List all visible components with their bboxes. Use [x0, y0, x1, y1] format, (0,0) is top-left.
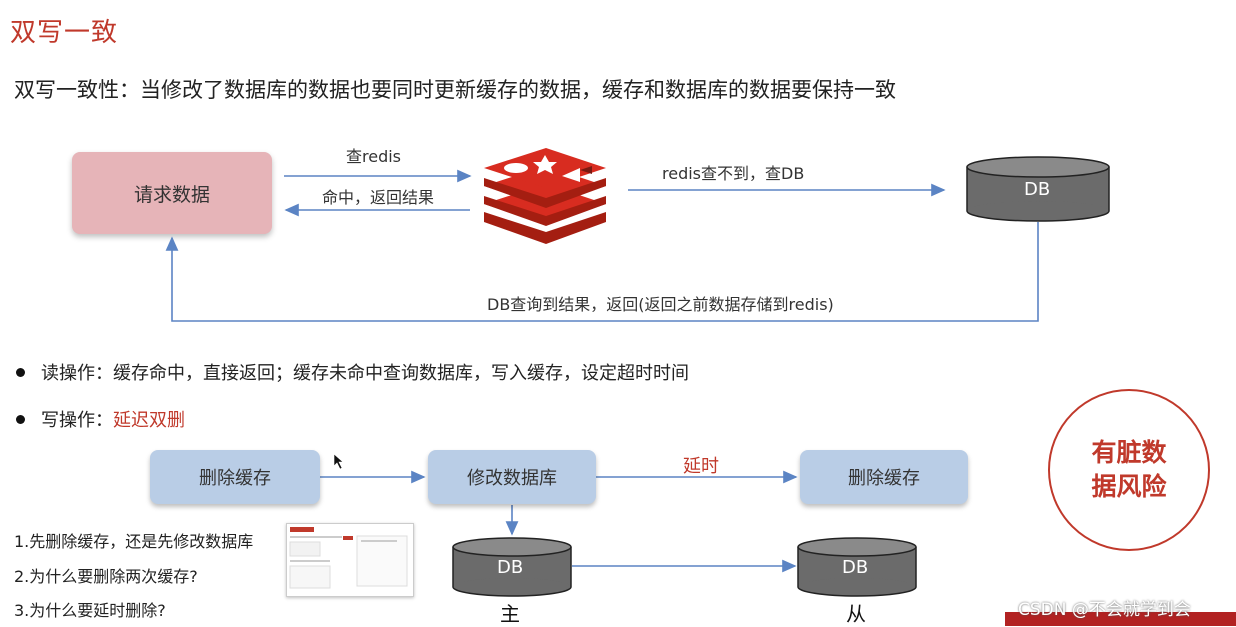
question-3: 3.为什么要延时删除?: [14, 601, 166, 620]
label-db-return: DB查询到结果，返回(返回之前数据存储到redis): [487, 295, 834, 314]
page-title: 双写一致: [10, 18, 119, 48]
step-delete-cache-1: 删除缓存: [150, 450, 320, 504]
bullet-dot-icon: [16, 414, 25, 424]
label-query-redis: 查redis: [346, 147, 402, 166]
page-subtitle: 双写一致性：当修改了数据库的数据也要同时更新缓存的数据，缓存和数据库的数据要保持…: [14, 78, 896, 102]
bullet-write-highlight: 延迟双删: [113, 410, 185, 431]
request-data-box: 请求数据: [72, 152, 272, 234]
label-miss-query-db: redis查不到，查DB: [662, 164, 805, 183]
db-cylinder-master: [452, 537, 572, 597]
redis-logo-icon: [484, 148, 606, 244]
bullet-dot-icon: [16, 367, 25, 377]
label-delay: 延时: [683, 456, 719, 477]
bullet-read-text: 读操作：缓存命中，直接返回；缓存未命中查询数据库，写入缓存，设定超时时间: [41, 363, 689, 384]
question-2: 2.为什么要删除两次缓存?: [14, 567, 198, 586]
db-slave-label: DB: [842, 557, 869, 578]
slave-caption: 从: [846, 602, 866, 626]
arrow-db-return: [165, 222, 1039, 322]
label-hit-return: 命中，返回结果: [322, 188, 435, 207]
watermark: CSDN @不会就学到会: [1018, 600, 1191, 620]
dirty-data-risk-badge: 有脏数据风险: [1048, 389, 1210, 551]
master-caption: 主: [500, 602, 520, 626]
db-top-label: DB: [1024, 179, 1051, 200]
db-cylinder-slave: [797, 537, 917, 597]
thumbnail-preview-icon: [289, 527, 408, 589]
question-1: 1.先删除缓存，还是先修改数据库: [14, 532, 254, 551]
bottom-red-bar: [1005, 612, 1236, 626]
step-delete-cache-2: 删除缓存: [800, 450, 968, 504]
bullet-read: 读操作：缓存命中，直接返回；缓存未命中查询数据库，写入缓存，设定超时时间: [16, 359, 689, 385]
bullet-write: 写操作：延迟双删: [16, 406, 185, 432]
bullet-write-prefix: 写操作：: [41, 410, 113, 431]
mouse-cursor-icon: [333, 453, 344, 470]
db-master-label: DB: [497, 557, 524, 578]
slide-thumbnail[interactable]: [286, 523, 414, 597]
db-cylinder-top: [966, 156, 1110, 222]
step-modify-db: 修改数据库: [428, 450, 596, 504]
